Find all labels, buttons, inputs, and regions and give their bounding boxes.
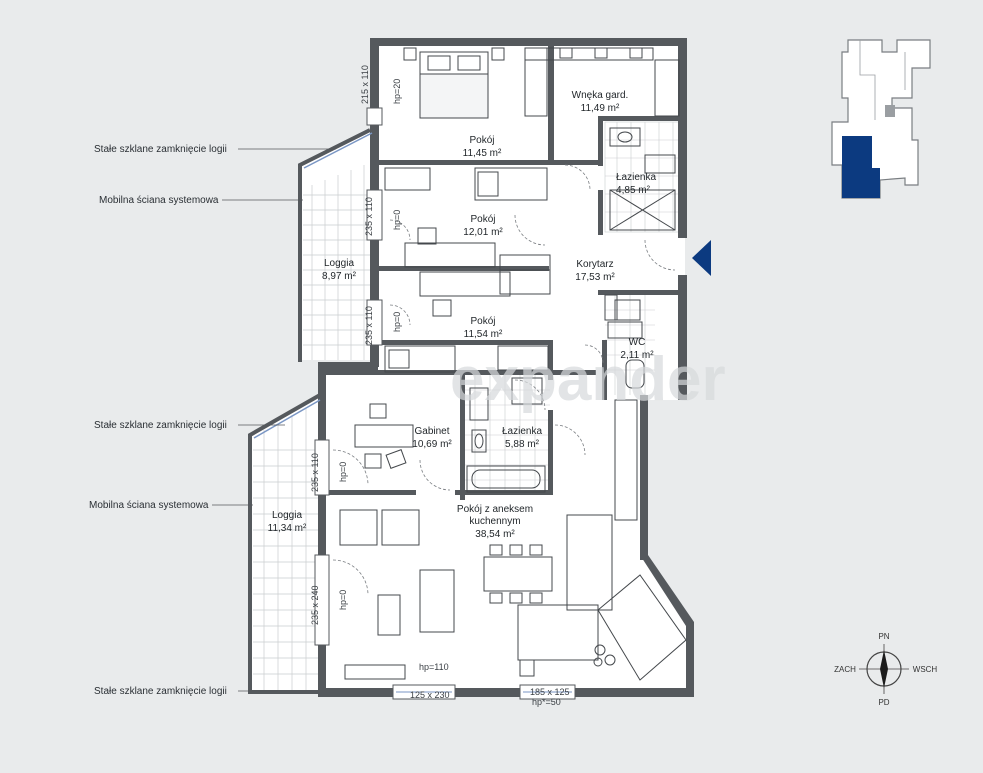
dim-w3: 235 x 110 xyxy=(364,306,374,345)
compass: PN PD ZACH WSCH xyxy=(834,632,937,707)
room-pokoj3-name: Pokój xyxy=(470,316,495,327)
annotation-wall-mid: Mobilna ściana systemowa xyxy=(89,500,209,511)
key-plan xyxy=(831,39,931,199)
room-lazienka2-area: 5,88 m² xyxy=(505,439,540,450)
room-pokoj1-area: 11,45 m² xyxy=(463,148,502,159)
room-wneka-name: Wnęka gard. xyxy=(572,90,629,101)
room-loggia1-name: Loggia xyxy=(324,258,354,269)
dim-hp7: hp*=50 xyxy=(532,697,561,707)
dim-hp2: hp=0 xyxy=(392,210,402,230)
room-wneka-area: 11,49 m² xyxy=(581,103,620,114)
room-loggia1-area: 8,97 m² xyxy=(322,271,357,282)
windows xyxy=(314,107,576,700)
room-pokoj1-name: Pokój xyxy=(469,135,494,146)
room-korytarz-name: Korytarz xyxy=(576,259,613,270)
furniture xyxy=(339,47,687,681)
dim-hp5: hp=0 xyxy=(338,590,348,610)
dim-w2: 235 x 110 xyxy=(364,197,374,236)
door-swings xyxy=(332,164,676,596)
dim-w1: 215 x 110 xyxy=(360,65,370,104)
dim-w5: 235 x 240 xyxy=(310,585,320,625)
dim-hp1: hp=20 xyxy=(392,79,402,104)
compass-north: PN xyxy=(878,632,889,641)
room-gabinet-area: 10,69 m² xyxy=(412,439,452,450)
dim-hp-bottom: hp=110 xyxy=(419,662,449,672)
annotation-wall-top: Mobilna ściana systemowa xyxy=(99,195,219,206)
dimension-labels: 215 x 110 hp=20 235 x 110 hp=0 235 x 110… xyxy=(310,65,570,707)
room-lazienka1-name: Łazienka xyxy=(616,172,656,183)
room-salon-name1: Pokój z aneksem xyxy=(457,504,533,515)
room-pokoj2-name: Pokój xyxy=(470,214,495,225)
room-korytarz-area: 17,53 m² xyxy=(575,272,615,283)
annotation-glass-bottom: Stałe szklane zamknięcie logii xyxy=(94,686,227,697)
annotations: Stałe szklane zamknięcie logii Mobilna ś… xyxy=(89,144,336,697)
annotation-glass-mid: Stałe szklane zamknięcie logii xyxy=(94,420,227,431)
room-labels: Pokój 11,45 m² Wnęka gard. 11,49 m² Łazi… xyxy=(268,90,657,540)
bathroom-tiles xyxy=(462,121,684,495)
watermark: expander xyxy=(450,345,726,414)
loggia-tiles xyxy=(253,165,370,690)
dim-w6: 125 x 230 xyxy=(410,690,450,700)
compass-west: ZACH xyxy=(834,665,856,674)
entrance-arrow-icon xyxy=(692,240,711,276)
room-loggia2-area: 11,34 m² xyxy=(268,523,307,534)
compass-needle-icon xyxy=(880,650,888,688)
room-wc-area: 2,11 m² xyxy=(620,350,654,361)
compass-south: PD xyxy=(878,698,889,707)
room-pokoj3-area: 11,54 m² xyxy=(464,329,503,340)
dim-w4: 235 x 110 xyxy=(310,453,320,492)
room-pokoj2-area: 12,01 m² xyxy=(463,227,503,238)
loggia-frames xyxy=(248,128,373,694)
dim-hp3: hp=0 xyxy=(392,312,402,332)
dim-w7: 185 x 125 xyxy=(530,687,570,697)
dim-hp4: hp=0 xyxy=(338,462,348,482)
compass-east: WSCH xyxy=(913,665,938,674)
room-lazienka2-name: Łazienka xyxy=(502,426,542,437)
key-plan-unit-highlight xyxy=(842,136,880,198)
room-salon-area: 38,54 m² xyxy=(475,529,515,540)
room-lazienka1-area: 4,85 m² xyxy=(616,185,651,196)
room-loggia2-name: Loggia xyxy=(272,510,302,521)
room-wc-name: WC xyxy=(629,337,646,348)
annotation-glass-top: Stałe szklane zamknięcie logii xyxy=(94,144,227,155)
room-gabinet-name: Gabinet xyxy=(414,426,449,437)
walls xyxy=(318,38,694,697)
room-salon-name2: kuchennym xyxy=(469,516,520,527)
